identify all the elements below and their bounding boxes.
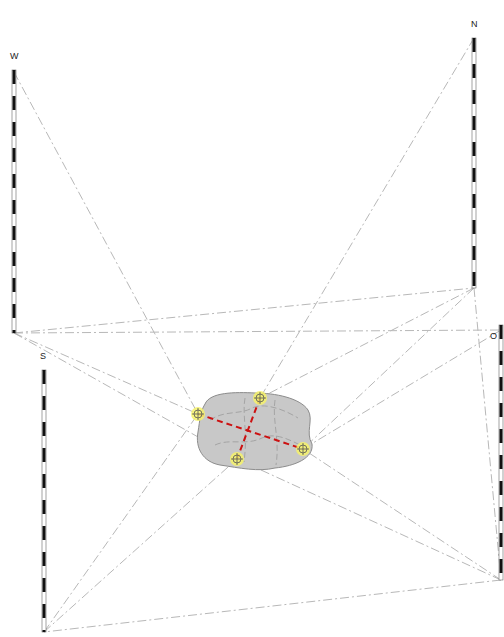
pole-label: O — [490, 332, 497, 341]
pole-label: N — [471, 20, 478, 29]
target-markers — [191, 391, 310, 466]
survey-poles — [12, 38, 503, 632]
pole-label: S — [40, 352, 46, 361]
axis-lines — [198, 398, 303, 459]
rock — [197, 393, 312, 470]
pole-label: W — [10, 52, 19, 61]
sight-lines — [14, 38, 501, 632]
